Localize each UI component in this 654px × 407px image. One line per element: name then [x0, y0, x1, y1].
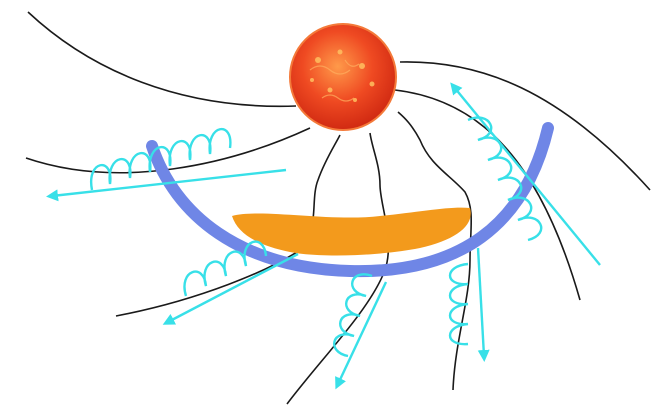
arrow-icon: [478, 248, 484, 356]
arrow-icon: [168, 254, 298, 322]
wave-packet: [168, 242, 298, 322]
field-line: [28, 12, 296, 106]
field-line: [400, 62, 650, 190]
wave-packet: [450, 248, 484, 356]
sun-icon: [290, 24, 396, 130]
wave-packet: [334, 274, 386, 384]
ejecta-cloud: [232, 208, 471, 256]
